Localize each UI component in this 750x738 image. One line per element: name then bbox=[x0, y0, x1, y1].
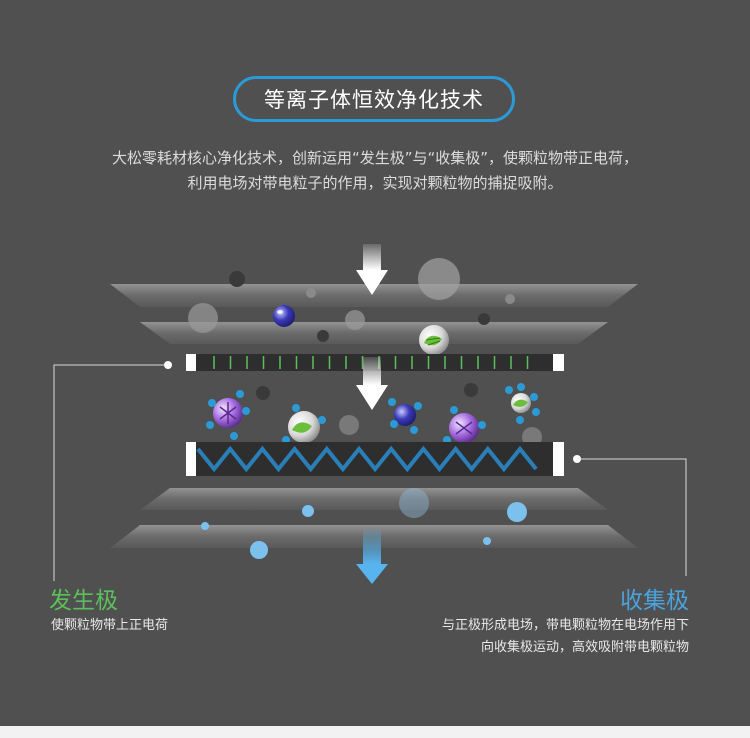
clean-air-arrow bbox=[356, 530, 388, 584]
generator-title: 发生极 bbox=[49, 588, 118, 614]
section-title: 等离子体恒效净化技术 bbox=[233, 76, 515, 122]
generator-desc: 使颗粒物带上正电荷 bbox=[51, 615, 168, 637]
dust-particle bbox=[478, 313, 490, 325]
clean-air-particle bbox=[201, 522, 209, 530]
dust-particle bbox=[188, 303, 218, 333]
clean-air-particle bbox=[483, 537, 491, 545]
clean-air-particle bbox=[250, 541, 268, 559]
collector-desc-line-2: 向收集极运动，高效吸附带电颗粒物 bbox=[480, 640, 689, 655]
dust-particle bbox=[345, 310, 365, 330]
collector-desc: 与正极形成电场，带电颗粒物在电场作用下 向收集极运动，高效吸附带电颗粒物 bbox=[442, 615, 689, 659]
charged-particle-bacteria-icon bbox=[282, 404, 326, 451]
dust-particle bbox=[505, 294, 515, 304]
clean-air-particle bbox=[399, 488, 429, 518]
pollutant-bacteria-icon bbox=[419, 325, 449, 355]
airflow-arrow-middle bbox=[356, 357, 388, 410]
intro-line-2: 利用电场对带电粒子的作用，实现对颗粒物的捕捉吸附。 bbox=[187, 174, 563, 192]
charged-particle-bacteria-icon bbox=[505, 383, 540, 424]
collector-title: 收集极 bbox=[620, 588, 689, 614]
collector-desc-line-1: 与正极形成电场，带电颗粒物在电场作用下 bbox=[441, 618, 689, 633]
dust-particle bbox=[317, 330, 329, 342]
dust-particle bbox=[339, 415, 359, 435]
clean-air-particle bbox=[507, 502, 527, 522]
filter-layer-3 bbox=[140, 488, 608, 510]
charged-particle-purple-icon bbox=[206, 390, 250, 440]
intro-line-1: 大松零耗材核心净化技术，创新运用“发生极”与“收集极”，使颗粒物带正电荷， bbox=[111, 149, 639, 167]
pollutant-blue-icon bbox=[273, 305, 295, 327]
dust-particle bbox=[306, 288, 316, 298]
charged-particle-blue-icon bbox=[388, 398, 422, 434]
generator-leader-line bbox=[53, 361, 172, 581]
dust-particle bbox=[256, 386, 270, 400]
dust-particle bbox=[464, 383, 478, 397]
generator-desc-line: 使颗粒物带上正电荷 bbox=[51, 618, 169, 633]
collector-leader-line bbox=[573, 455, 687, 576]
clean-air-particle bbox=[302, 505, 314, 517]
dust-particle bbox=[418, 258, 460, 300]
airflow-arrow-top bbox=[356, 244, 388, 295]
collector-electrode bbox=[186, 442, 564, 476]
filter-layer-2 bbox=[140, 322, 608, 344]
dust-particle bbox=[229, 271, 245, 287]
intro-text: 大松零耗材核心净化技术，创新运用“发生极”与“收集极”，使颗粒物带正电荷， 利用… bbox=[0, 146, 750, 196]
